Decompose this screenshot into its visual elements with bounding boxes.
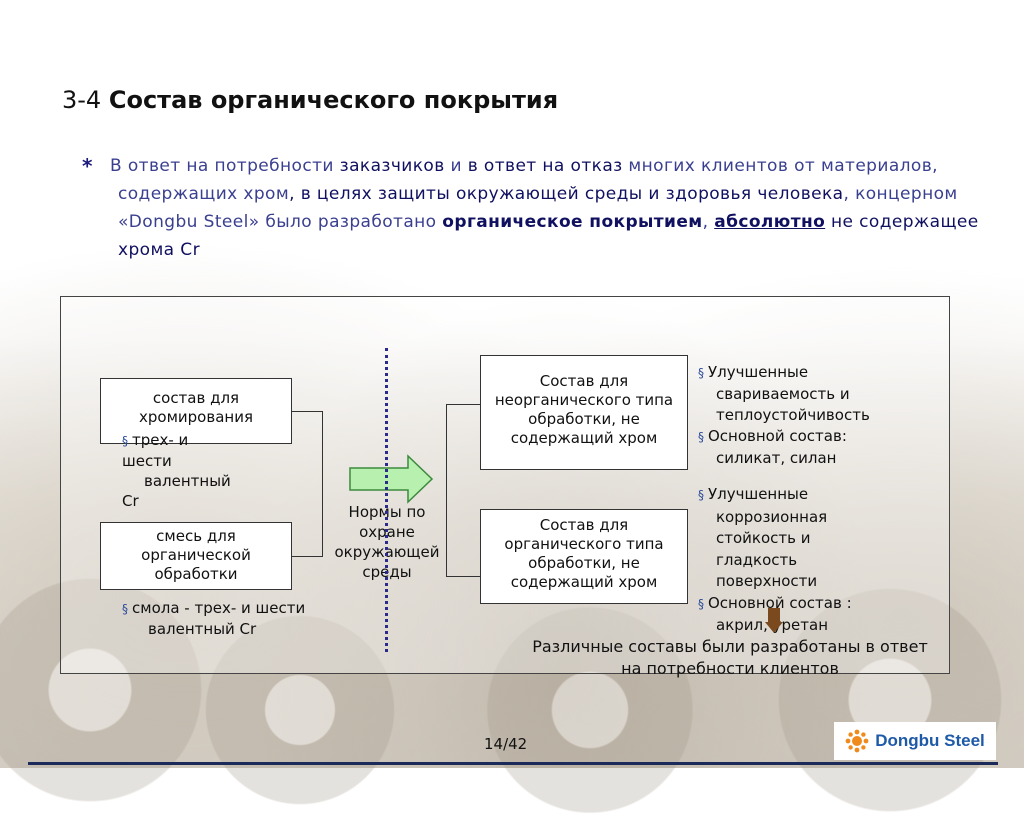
connector-line — [292, 556, 322, 557]
logo-text: Dongbu Steel — [875, 731, 985, 750]
note-organic-mix: §смола - трех- и шести валентный Cr — [122, 599, 306, 638]
right-arrow-icon — [349, 454, 434, 504]
section-title: Состав органического покрытия — [108, 86, 559, 114]
connector-line — [322, 411, 323, 557]
section-number: 3-4 — [62, 86, 102, 114]
box-inorganic-chromefree: Состав для неорганического типа обработк… — [480, 355, 688, 470]
list-inorganic-properties: §Улучшенные свариваемость и теплоустойчи… — [698, 363, 870, 467]
connector-line — [446, 404, 447, 576]
divider-dotted-line — [385, 348, 388, 652]
down-arrow-icon — [765, 608, 783, 633]
asterisk-icon: * — [82, 154, 93, 178]
box-organic-chromefree: Состав для органического типа обработки,… — [480, 509, 688, 604]
page-number: 14/42 — [484, 735, 528, 753]
page-title: 3-4 Состав органического покрытия — [62, 86, 558, 114]
connector-line — [446, 404, 480, 405]
company-logo: Dongbu Steel — [834, 722, 996, 760]
connector-line — [446, 576, 480, 577]
box-organic-mix: смесь для органической обработки — [100, 522, 292, 590]
box-chromate-composition: состав для хромирования — [100, 378, 292, 444]
sun-logo-icon — [845, 729, 869, 753]
conclusion-text: Различные составы были разработаны в отв… — [532, 637, 928, 678]
intro-paragraph: * В ответ на потребности заказчиков и в … — [82, 152, 982, 264]
emphasis-absolutely: абсолютно — [714, 212, 826, 232]
note-chromate: §трех- и шести валентный Cr — [122, 431, 231, 510]
list-organic-properties: §Улучшенные коррозионная стойкость и гла… — [698, 485, 852, 634]
intro-text: В ответ на потребности заказчиков и в от… — [110, 156, 979, 260]
connector-line — [292, 411, 322, 412]
footer-bar — [28, 762, 998, 765]
